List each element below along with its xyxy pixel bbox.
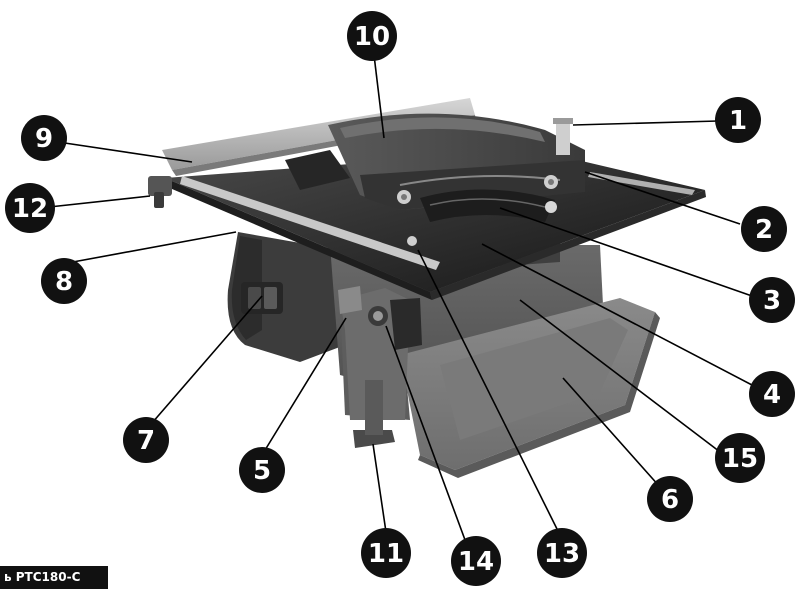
callout-12-number: 12 — [12, 194, 48, 224]
leader-5 — [261, 317, 347, 456]
leader-10 — [373, 54, 385, 139]
leader-15 — [519, 299, 729, 459]
callout-2: 2 — [741, 206, 787, 252]
splitter-post — [553, 118, 573, 155]
callout-8: 8 — [41, 258, 87, 304]
callout-3: 3 — [749, 277, 795, 323]
leader-2 — [584, 171, 741, 225]
leader-3 — [499, 207, 753, 297]
leader-11 — [372, 443, 387, 533]
leader-6 — [562, 377, 661, 488]
callout-10: 10 — [347, 11, 397, 61]
callout-1: 1 — [715, 97, 761, 143]
leader-14 — [385, 325, 469, 549]
leader-13 — [417, 249, 561, 536]
tile-support — [285, 150, 350, 190]
callout-7-number: 7 — [137, 426, 155, 456]
support-leg — [353, 380, 395, 448]
callout-1-number: 1 — [729, 106, 747, 136]
callout-11: 11 — [361, 528, 411, 578]
leader-9 — [57, 141, 193, 163]
callout-8-number: 8 — [55, 267, 73, 297]
callout-13: 13 — [537, 528, 587, 578]
callout-13-number: 13 — [544, 539, 580, 569]
model-label: ь PTC180-C — [0, 566, 108, 589]
callout-7: 7 — [123, 417, 169, 463]
callout-12: 12 — [5, 183, 55, 233]
callout-15: 15 — [715, 433, 765, 483]
leader-1 — [572, 120, 719, 126]
callout-10-number: 10 — [354, 22, 390, 52]
callout-6: 6 — [647, 476, 693, 522]
callout-9-number: 9 — [35, 124, 53, 154]
leader-lines — [39, 54, 753, 549]
callout-9: 9 — [21, 115, 67, 161]
leader-8 — [61, 231, 237, 265]
callout-4: 4 — [749, 371, 795, 417]
power-switch — [241, 282, 283, 314]
leader-12 — [39, 195, 151, 209]
fence-lock-knob — [148, 176, 172, 208]
callout-15-number: 15 — [722, 444, 758, 474]
callout-3-number: 3 — [763, 286, 781, 316]
callout-6-number: 6 — [661, 485, 679, 515]
cutting-blade — [420, 189, 555, 222]
callout-14: 14 — [451, 536, 501, 586]
front-bracket — [338, 286, 422, 420]
callout-11-number: 11 — [368, 539, 404, 569]
callout-5: 5 — [239, 447, 285, 493]
leader-7 — [151, 295, 263, 424]
callout-5-number: 5 — [253, 456, 271, 486]
table-ruler — [180, 172, 695, 270]
blade-guard — [328, 113, 585, 210]
guard-bolts — [397, 175, 558, 246]
leader-4 — [481, 243, 753, 386]
callout-4-number: 4 — [763, 380, 781, 410]
callout-2-number: 2 — [755, 215, 773, 245]
callout-14-number: 14 — [458, 547, 494, 577]
